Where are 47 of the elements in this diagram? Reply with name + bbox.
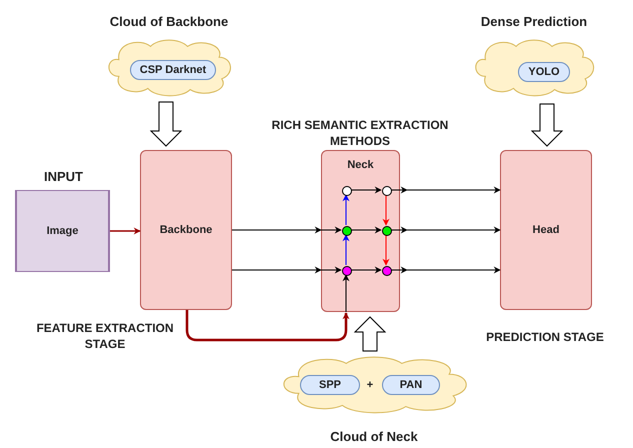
heading-text: INPUT — [43, 169, 84, 184]
block-arrow — [354, 316, 386, 352]
method-label: SPP — [318, 379, 342, 391]
stage-box — [500, 150, 592, 310]
arrow — [350, 266, 382, 274]
stage-box — [321, 150, 400, 312]
arrow — [390, 266, 500, 274]
node-label: Image — [46, 225, 80, 237]
arrow — [186, 310, 350, 342]
arrow — [342, 194, 350, 226]
arrow — [390, 186, 500, 194]
node-circle — [382, 186, 392, 196]
heading-text: Cloud of Backbone — [108, 14, 230, 29]
plus-sign: + — [366, 378, 374, 393]
heading-text: Dense Prediction — [480, 14, 588, 29]
section-heading: RICH SEMANTIC EXTRACTION METHODS — [270, 117, 450, 149]
node-label: Backbone — [158, 224, 214, 236]
method-pill — [518, 62, 570, 82]
method-pill — [130, 60, 216, 80]
node-circle — [342, 186, 352, 196]
arrow — [342, 274, 350, 312]
method-pill — [382, 375, 440, 395]
stage-label: FEATURE EXTRACTION STAGE — [35, 320, 175, 352]
block-arrow — [530, 104, 564, 147]
node-circle — [382, 226, 392, 236]
method-label: YOLO — [527, 66, 561, 78]
node-label: Neck — [346, 159, 375, 171]
arrow — [232, 266, 342, 274]
arrow — [382, 234, 390, 266]
block-arrow — [150, 102, 182, 147]
heading-text: Cloud of Neck — [329, 429, 419, 444]
stage-box — [140, 150, 232, 310]
arrow — [110, 228, 141, 234]
arrow — [390, 226, 500, 234]
arrow — [232, 226, 342, 234]
arrow — [382, 194, 390, 226]
node-circle — [342, 266, 352, 276]
node-label: Head — [532, 224, 560, 236]
method-pill — [300, 375, 360, 395]
stage-label: PREDICTION STAGE — [485, 329, 605, 345]
node-circle — [342, 226, 352, 236]
arrow — [342, 234, 350, 266]
node-circle — [382, 266, 392, 276]
arrow — [350, 226, 382, 234]
method-label: CSP Darknet — [138, 64, 208, 76]
arrow — [350, 186, 382, 194]
method-label: PAN — [398, 379, 424, 391]
